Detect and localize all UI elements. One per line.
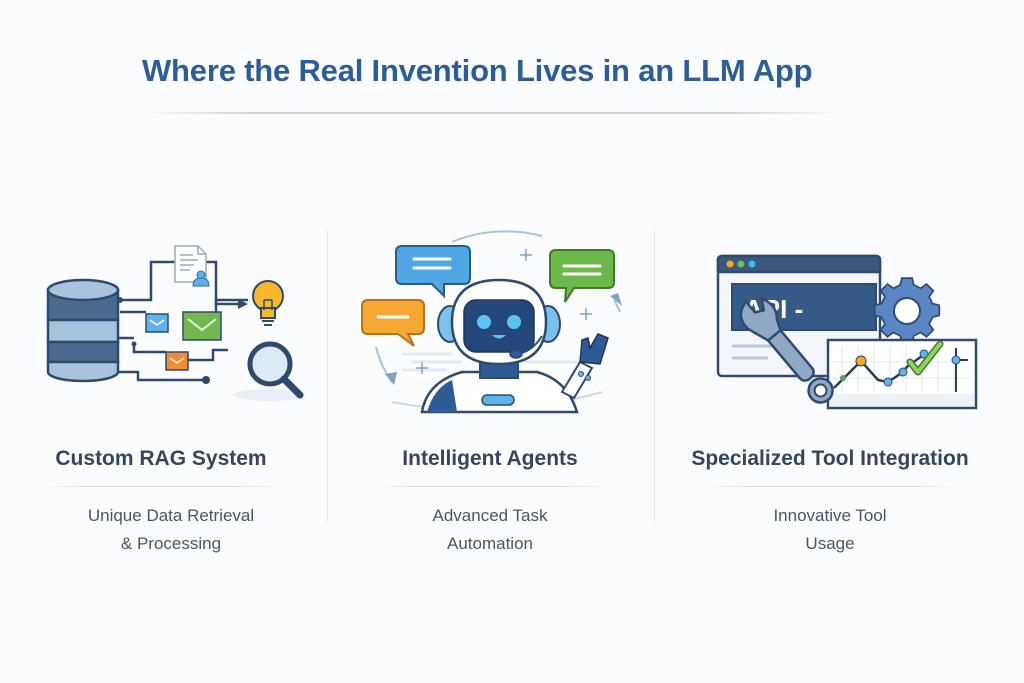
column-divider-1 [327, 230, 328, 522]
column-divider-2 [654, 230, 655, 522]
robot-agent-icon [361, 230, 622, 414]
card-title-agents: Intelligent Agents [402, 447, 578, 470]
api-tool-icon: API - [716, 254, 978, 410]
card-subtitle-line: Unique Data Retrieval [87, 506, 255, 525]
page-title: Where the Real Invention Lives in an LLM… [142, 53, 813, 88]
card-subtitle-line: & Processing [120, 534, 222, 553]
card-subtitle-rag: Unique Data Retrieval & Processing [20, 502, 322, 558]
card-subtitle-agents: Advanced Task Automation [345, 502, 635, 558]
card-title-tools: Specialized Tool Integration [691, 447, 969, 470]
title-underline [142, 112, 842, 114]
database-retrieval-icon [46, 245, 306, 401]
card-subtitle-tools: Innovative Tool Usage [664, 502, 996, 558]
card-subtitle-line: Automation [447, 534, 533, 553]
card-subtitle-line: Advanced Task [432, 506, 548, 525]
card-rule-agents [372, 486, 608, 487]
card-title-rag: Custom RAG System [55, 447, 267, 470]
card-subtitle-line: Innovative Tool [773, 506, 887, 525]
card-rule-rag [42, 486, 280, 487]
card-subtitle-line: Usage [805, 534, 855, 553]
card-rule-tools [702, 486, 958, 487]
